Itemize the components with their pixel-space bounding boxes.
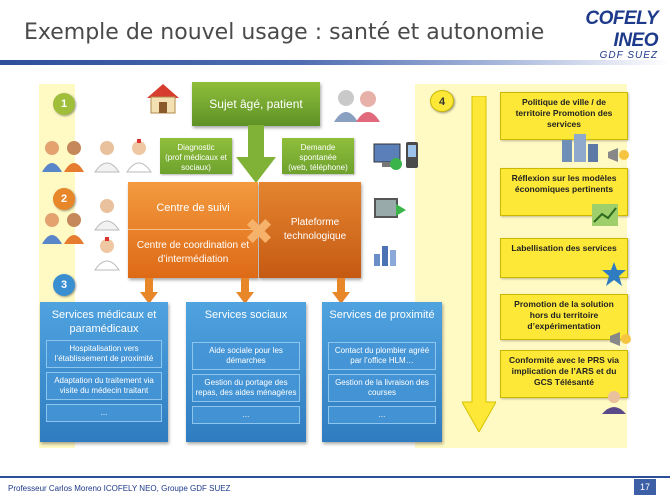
orange-arrow-left xyxy=(140,278,158,304)
label-badge-icon xyxy=(602,262,626,286)
elderly-couple-icon xyxy=(334,90,380,122)
demande-sub: (web, téléphone) xyxy=(288,163,348,172)
yellow-down-arrow xyxy=(462,96,496,432)
services-sociaux-panel: Services sociaux Aide sociale pour les d… xyxy=(186,302,306,442)
demande-label: Demande spontanée xyxy=(299,143,337,162)
governance-box-1: Politique de ville / de territoire Promo… xyxy=(500,92,628,140)
people-group-icon-2 xyxy=(42,213,84,244)
suivi-label: Centre de suivi xyxy=(156,202,230,214)
plateforme-label: Plateforme technologique xyxy=(283,217,347,242)
house-icon xyxy=(147,84,179,114)
diagnostic-label: Diagnostic xyxy=(177,143,215,152)
page-number: 17 xyxy=(634,479,656,495)
service-item: ... xyxy=(328,406,436,424)
coordination-label: Centre de coordination et d’intermédiati… xyxy=(136,240,250,265)
service-item: Aide sociale pour les démarches xyxy=(192,342,300,370)
services-medicaux-title: Services médicaux et paramédicaux xyxy=(51,309,157,335)
cross-link-icon xyxy=(246,218,272,244)
professional-icon xyxy=(602,391,626,414)
money-chart-icon xyxy=(592,204,618,226)
diagnostic-box: Diagnostic (prof médicaux et sociaux) xyxy=(160,138,232,174)
governance-box-3: Labellisation des services xyxy=(500,238,628,278)
service-item: Gestion de la livraison des courses xyxy=(328,374,436,402)
service-item: ... xyxy=(46,404,162,422)
step-2-badge: 2 xyxy=(53,188,75,210)
logo-sub-text: GDF SUEZ xyxy=(599,50,658,61)
services-medicaux-panel: Services médicaux et paramédicaux Hospit… xyxy=(40,302,168,442)
footer-rule xyxy=(0,476,670,478)
buildings-icon xyxy=(562,134,598,162)
megaphone-icon xyxy=(608,148,629,162)
megaphone-icon-2 xyxy=(610,332,631,346)
bar-chart-icon xyxy=(374,246,396,266)
footer-credit: Professeur Carlos Moreno ICOFELY NEO, Gr… xyxy=(8,484,231,493)
logo-main-text: COFELY INEO xyxy=(585,8,658,51)
title-underline xyxy=(0,60,670,65)
demande-box: Demande spontanée (web, téléphone) xyxy=(282,138,354,174)
service-item: Hospitalisation vers l’établissement de … xyxy=(46,340,162,368)
step-1-badge: 1 xyxy=(53,93,75,115)
step-3-badge: 3 xyxy=(53,274,75,296)
subject-box: Sujet âgé, patient xyxy=(192,82,320,126)
service-item: Gestion du portage des repas, des aides … xyxy=(192,374,300,402)
diagnostic-sub: (prof médicaux et sociaux) xyxy=(165,153,227,172)
doctor-icon-2 xyxy=(94,199,120,231)
nurse-icon-2 xyxy=(94,237,120,271)
cofely-ineo-logo: COFELY INEO GDF SUEZ xyxy=(548,8,658,61)
orange-arrow-middle xyxy=(236,278,254,304)
governance-box-5: Conformité avec le PRS via implication d… xyxy=(500,350,628,398)
plateforme-box: Plateforme technologique xyxy=(259,182,361,278)
green-down-arrow xyxy=(236,125,276,183)
services-proximite-title: Services de proximité xyxy=(329,309,435,321)
orange-arrow-right xyxy=(332,278,350,304)
computer-phone-icon xyxy=(373,142,418,170)
service-item: Adaptation du traitement via visite du m… xyxy=(46,372,162,400)
monitor-play-icon xyxy=(374,198,406,218)
nurse-icon xyxy=(126,139,152,173)
service-item: ... xyxy=(192,406,300,424)
centre-de-suivi-box: Centre de suivi Centre de coordination e… xyxy=(128,182,258,278)
doctor-icon xyxy=(94,141,120,173)
page-title: Exemple de nouvel usage : santé et auton… xyxy=(24,20,545,45)
governance-box-4: Promotion de la solution hors du territo… xyxy=(500,294,628,340)
services-sociaux-title: Services sociaux xyxy=(204,309,288,321)
people-group-icon xyxy=(42,141,84,172)
orange-divider xyxy=(128,229,258,230)
services-proximite-panel: Services de proximité Contact du plombie… xyxy=(322,302,442,442)
step-4-badge: 4 xyxy=(430,90,454,112)
service-item: Contact du plombier agréé par l’office H… xyxy=(328,342,436,370)
